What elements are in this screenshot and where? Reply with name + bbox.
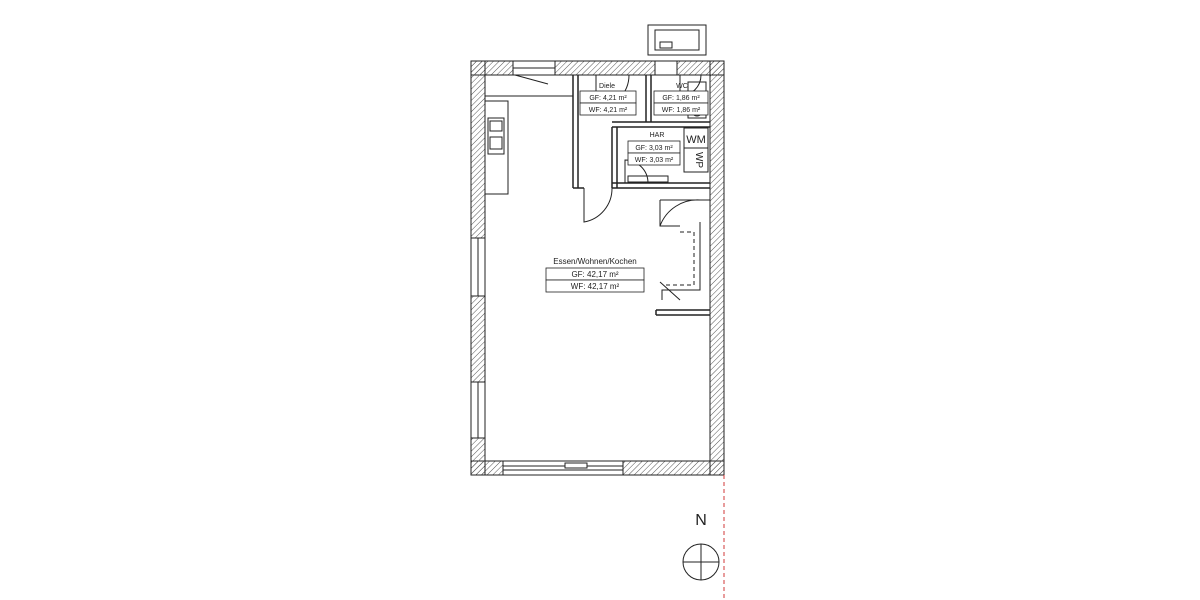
interior-walls (572, 75, 710, 316)
room-wf: WF: 3,03 m² (635, 157, 674, 164)
entrance-step (647, 24, 707, 56)
room-label-har: HAR GF: 3,03 m² WF: 3,03 m² (627, 132, 681, 166)
room-name: Essen/Wohnen/Kochen (553, 257, 636, 266)
room-gf: GF: 3,03 m² (635, 145, 673, 152)
room-name: WC (676, 83, 688, 90)
wm-label: WM (686, 134, 706, 146)
room-label-wc: WC GF: 1,86 m² WF: 1,86 m² (653, 83, 709, 116)
har-appliances: WM WP (627, 127, 709, 183)
north-label: N (695, 512, 707, 529)
wall-openings (470, 60, 678, 476)
room-name: Diele (599, 83, 615, 90)
room-gf: GF: 1,86 m² (662, 95, 700, 102)
room-gf: GF: 4,21 m² (589, 95, 627, 102)
room-gf: GF: 42,17 m² (571, 270, 618, 279)
compass-icon: N (682, 512, 720, 581)
kitchen-counter (485, 95, 573, 195)
room-label-living: Essen/Wohnen/Kochen GF: 42,17 m² WF: 42,… (545, 257, 645, 293)
wp-label: WP (693, 152, 704, 168)
room-name: HAR (650, 132, 665, 139)
heat-pump (683, 147, 709, 173)
room-wf: WF: 4,21 m² (589, 107, 628, 114)
staircase (659, 199, 710, 301)
room-wf: WF: 1,86 m² (662, 107, 701, 114)
stove-icon (487, 117, 505, 155)
room-wf: WF: 42,17 m² (571, 282, 620, 291)
room-label-diele: Diele GF: 4,21 m² WF: 4,21 m² (579, 83, 637, 116)
